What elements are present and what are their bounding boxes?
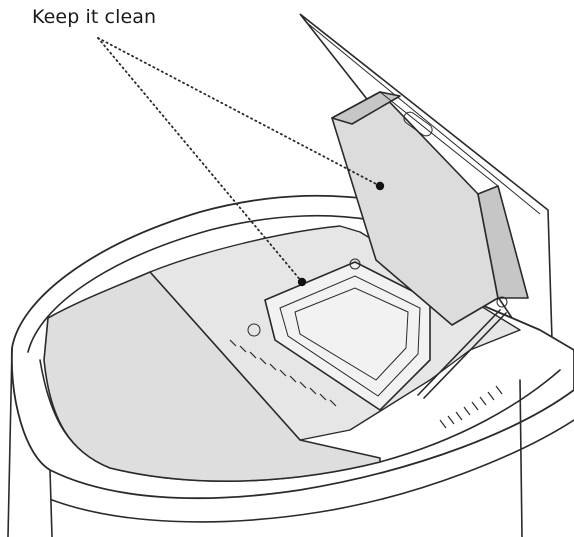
filter-frame-opening <box>294 287 409 381</box>
appliance-body-lower-curve <box>51 419 574 523</box>
filter-box-edge <box>379 91 499 187</box>
appliance-body-side-front <box>49 469 53 537</box>
callout-label: Keep it clean <box>32 6 157 28</box>
front-cover-plate <box>43 271 381 482</box>
callout-leader-cavity <box>97 37 303 283</box>
lid-inner-edge <box>299 13 541 215</box>
appliance-body-side-left <box>7 347 13 537</box>
cavity-grille <box>229 339 337 407</box>
callout-target-cavity <box>297 277 307 287</box>
filter-frame <box>264 261 431 411</box>
lid-support-strut <box>417 309 501 396</box>
rim-inner-outline <box>27 214 371 353</box>
lid-support-strut-edge <box>423 312 507 399</box>
rim-grille-right <box>439 385 503 429</box>
filter-frame-inner <box>279 275 421 397</box>
filter-box-side <box>477 185 529 299</box>
filter-box-top <box>331 91 401 125</box>
lid-handle-slot <box>403 111 433 137</box>
callout-leader-filter <box>97 37 381 187</box>
fitting-left <box>247 323 261 337</box>
appliance-body-right-side <box>519 379 523 537</box>
strut-hinge <box>496 296 508 308</box>
callout-target-filter <box>375 181 385 191</box>
fitting-top <box>349 258 361 270</box>
